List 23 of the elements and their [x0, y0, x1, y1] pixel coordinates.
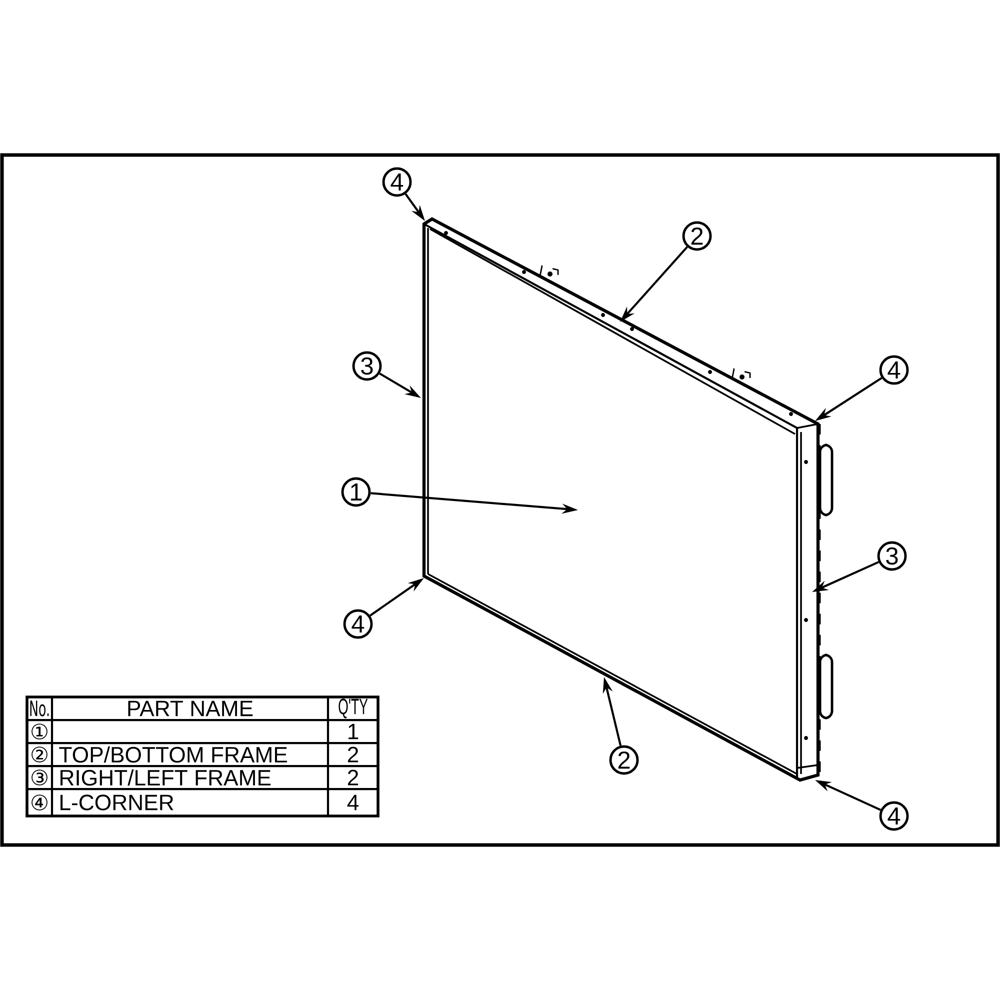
- table-header: Q'TY: [338, 698, 368, 718]
- callout-number: 2: [682, 221, 712, 251]
- table-text: 4: [347, 794, 359, 810]
- table-text: ④: [32, 794, 48, 810]
- callout-number: 3: [352, 351, 382, 381]
- table-text: ③: [32, 770, 48, 786]
- callout-number: 4: [879, 355, 909, 385]
- table-text: 2: [348, 746, 358, 762]
- callout-number: 4: [382, 167, 412, 197]
- table-header: PART NAME: [128, 700, 253, 716]
- table-text: 1: [348, 724, 358, 740]
- callout-number: 4: [343, 609, 373, 639]
- table-text: TOP/BOTTOM FRAME: [59, 746, 287, 763]
- table-text: ②: [32, 746, 48, 762]
- table-text: RIGHT/LEFT FRAME: [60, 769, 271, 786]
- callout-number: 2: [609, 745, 639, 775]
- table-text: 2: [348, 770, 358, 786]
- callout-number: 4: [879, 801, 909, 831]
- table-header: No.: [30, 700, 49, 716]
- table-text: ①: [32, 724, 48, 740]
- table-text: L-CORNER: [60, 794, 174, 810]
- callout-number: 1: [341, 477, 371, 507]
- callout-number: 3: [877, 541, 907, 571]
